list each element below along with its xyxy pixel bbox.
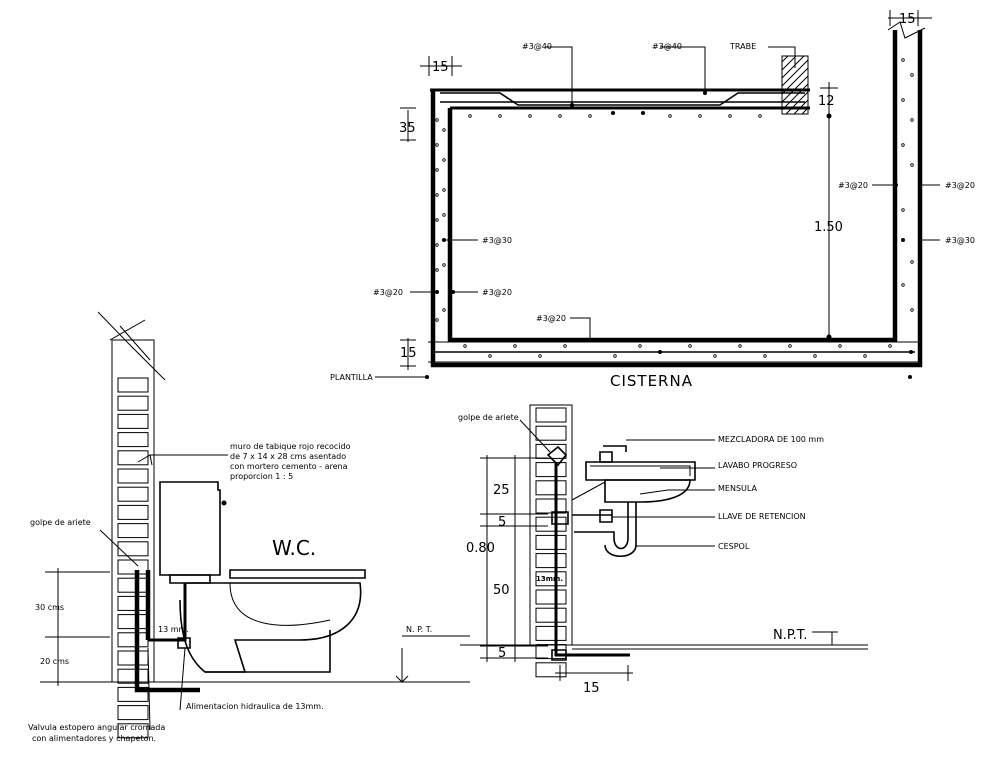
mezcladora-label: MEZCLADORA DE 100 mm (718, 435, 824, 444)
muro-label-4: proporcion 1 : 5 (230, 472, 293, 481)
dim-15-top: 15 (432, 60, 449, 75)
cespol-label: CESPOL (718, 542, 750, 551)
brick (117, 413, 149, 429)
valvula-label-1: Valvula estopero angular cromada (28, 723, 165, 732)
wc-seat (229, 569, 366, 579)
cisterna-top-slab (430, 88, 810, 110)
wc-dim-20: 20 cms (40, 657, 69, 666)
brick (117, 723, 149, 739)
llave-label: LLAVE DE RETENCION (718, 512, 806, 521)
brick (535, 534, 567, 550)
mensula-label: MENSULA (718, 484, 758, 493)
lavabo-dim-080: 0.80 (466, 541, 495, 556)
brick (117, 705, 149, 721)
brick (117, 668, 149, 684)
dim-35: 35 (399, 121, 416, 136)
dim-150: 1.50 (814, 220, 843, 235)
brick (535, 498, 567, 514)
trabe-hatch (781, 55, 809, 115)
brick (117, 486, 149, 502)
cisterna-top-rebar (440, 92, 805, 106)
brick (117, 395, 149, 411)
cisterna-inner-wall (447, 30, 898, 343)
lavabo-dim-25: 25 (493, 483, 510, 498)
wc-tank (159, 481, 221, 576)
muro-label-3: con mortero cemento - arena (230, 462, 348, 471)
alimentacion-label: Alimentacion hidraulica de 13mm. (186, 702, 324, 711)
cespol (574, 502, 629, 550)
lavabo-section: golpe de ariete MEZCLADORA DE 100 mm LAV… (458, 404, 868, 696)
rebar-label-top-right: #3@40 (652, 42, 682, 51)
brick (535, 607, 567, 623)
rebar-dots (425, 58, 914, 379)
brick (117, 686, 149, 702)
brick (117, 468, 149, 484)
brick (535, 425, 567, 441)
brick (117, 559, 149, 575)
brick (117, 614, 149, 630)
rebar-label-wall-outer-2: #3@30 (945, 236, 975, 245)
rebar-label-wall-inner: #3@20 (838, 181, 868, 190)
llave-retencion (572, 509, 613, 523)
plantilla-label: PLANTILLA (330, 373, 373, 382)
lavabo-dim-5b: 5 (498, 646, 506, 661)
rebar-label-left-30: #3@30 (482, 236, 512, 245)
brick (535, 589, 567, 605)
trabe-label: TRABE (729, 42, 756, 51)
wc-supply-pipe (134, 570, 200, 693)
rebar-label-top-left: #3@40 (522, 42, 552, 51)
lavabo-dim-15: 15 (583, 681, 600, 696)
wc-title: W.C. (272, 536, 316, 560)
lavabo-dim-5a: 5 (498, 515, 506, 530)
muro-label-1: muro de tabique rojo recocido (230, 442, 351, 451)
rebar-label-wall-outer: #3@20 (945, 181, 975, 190)
dim-15-right: 15 (899, 12, 916, 27)
brick (117, 541, 149, 557)
lavabo-pipe-label: 13mm. (536, 575, 563, 583)
cisterna-title: CISTERNA (610, 372, 693, 390)
wc-dim-13: 13 mm. (158, 625, 189, 634)
wc-dim-30: 30 cms (35, 603, 64, 612)
lavabo-dim-50: 50 (493, 583, 510, 598)
wc-golpe-label: golpe de ariete (30, 518, 91, 527)
brick (117, 432, 149, 448)
cisterna-outer-wall (430, 30, 923, 368)
lavabo-bricks (535, 407, 567, 678)
lavabo-sink (585, 461, 696, 481)
dim-12: 12 (818, 94, 835, 109)
brick (535, 625, 567, 641)
muro-label-2: de 7 x 14 x 28 cms asentado (230, 452, 346, 461)
lavabo-golpe-label: golpe de ariete (458, 413, 519, 422)
brick (117, 577, 149, 593)
brick (535, 662, 567, 678)
brick (117, 377, 149, 393)
lavabo-npt-label: N.P.T. (773, 628, 807, 643)
brick (535, 407, 567, 423)
lavabo-label: LAVABO PROGRESO (718, 461, 797, 470)
wc-bowl (179, 582, 362, 673)
brick (117, 650, 149, 666)
brick (117, 595, 149, 611)
valvula-label-2: con alimentadores y chapeton. (32, 734, 156, 743)
brick (117, 523, 149, 539)
cisterna-section: #3@40 #3@40 TRABE #3@20 #3@20 #3@30 #3@3… (330, 10, 975, 390)
rebar-label-left-outer-20: #3@20 (373, 288, 403, 297)
brick (535, 462, 567, 478)
dim-15-bottom: 15 (400, 346, 417, 361)
brick (535, 571, 567, 587)
brick (117, 450, 149, 466)
lavabo-supply-pipe (554, 462, 630, 657)
brick (535, 553, 567, 569)
wc-npt-label: N. P. T. (406, 625, 432, 634)
brick (117, 504, 149, 520)
brick (117, 632, 149, 648)
mezcladora (599, 451, 613, 463)
wc-bricks (117, 377, 149, 739)
wc-section: W.C. golpe de ariete muro de tabique roj… (28, 311, 470, 743)
rebar-label-bottom-20: #3@20 (536, 314, 566, 323)
rebar-label-left-inner-20: #3@20 (482, 288, 512, 297)
brick (535, 480, 567, 496)
